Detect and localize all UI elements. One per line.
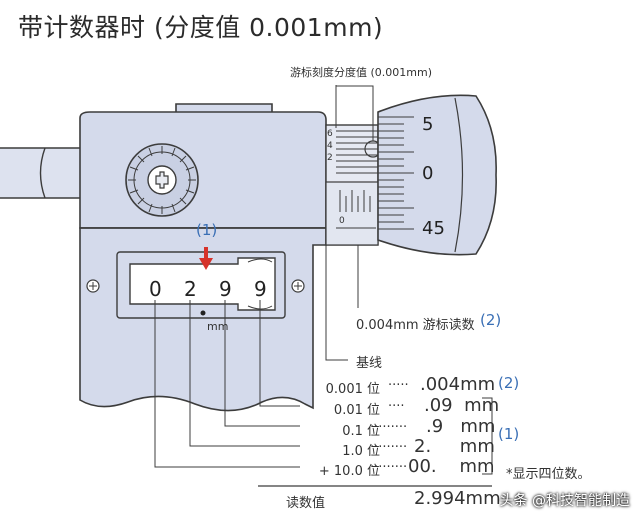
row-0-place: 0.001 位 <box>325 382 380 397</box>
total-value: 2.994mm <box>414 488 501 509</box>
bracket-1 <box>482 397 493 475</box>
row-4-place: + 10.0 位 <box>318 464 380 479</box>
vernier-reading-label: 0.004mm 游标读数 <box>356 318 475 333</box>
vernier-lines <box>336 130 378 174</box>
thimble <box>377 94 497 256</box>
lock-knob <box>125 143 199 217</box>
rod-break-line <box>39 147 46 199</box>
row-1-value: .09 mm <box>424 395 500 416</box>
leader-lines <box>154 85 374 468</box>
sleeve-ticks <box>339 190 371 212</box>
thimble-graduations <box>378 116 414 230</box>
red-arrow-icon <box>199 247 213 270</box>
vernier-reading-marker: (2) <box>480 311 502 329</box>
digits-note: *显示四位数。 <box>506 467 591 482</box>
counter-digit-1: 0 <box>149 277 162 301</box>
wheel-top-arc <box>247 258 273 263</box>
page-title: 带计数器时 (分度值 0.001mm) <box>18 13 384 42</box>
row-2-marker: (1) <box>498 425 520 443</box>
vernier-number-4: 4 <box>327 141 333 151</box>
row-3-value: 2. mm <box>414 436 495 457</box>
total-label: 读数值 <box>286 496 326 511</box>
row-0-value: .004mm <box>420 374 496 395</box>
frame-top-bump <box>175 103 273 112</box>
row-2-place: 0.1 位 <box>342 424 380 439</box>
decimal-point <box>200 310 206 316</box>
row-1-dots: ···· <box>388 399 405 414</box>
counter-digit-3: 9 <box>219 277 232 301</box>
wheel-bottom-arc <box>247 305 273 310</box>
thimble-number-0: 0 <box>422 163 434 184</box>
row-0-dots: ····· <box>388 378 409 393</box>
row-3-place: 1.0 位 <box>342 444 380 459</box>
counter-window-inner <box>129 257 276 311</box>
thimble-number-45: 45 <box>422 218 445 239</box>
sleeve-number-0: 0 <box>339 216 345 226</box>
vernier-number-6: 6 <box>327 129 333 139</box>
row-0-marker: (2) <box>498 374 520 392</box>
counter-digit-2: 2 <box>184 277 197 301</box>
row-4-value: 00. mm <box>408 456 495 477</box>
row-4-dots: ········· <box>370 460 408 475</box>
marker-1-label: (1) <box>196 221 218 239</box>
counter-digit-4: 9 <box>254 277 267 301</box>
baseline-label: 基线 <box>356 356 383 371</box>
row-2-value: .9 mm <box>426 416 496 437</box>
screw-left <box>86 279 100 293</box>
row-1-place: 0.01 位 <box>333 403 380 418</box>
screw-right <box>291 279 305 293</box>
row-3-dots: ········· <box>370 440 408 455</box>
vernier-callout: 游标刻度分度值 (0.001mm) <box>290 66 433 79</box>
vernier-number-2: 2 <box>327 153 333 163</box>
thimble-edge <box>454 97 464 253</box>
frame-upper <box>79 111 327 229</box>
counter-unit: mm <box>207 320 229 333</box>
row-2-dots: ········· <box>370 420 408 435</box>
watermark: 头条 @科技智能制造 <box>499 493 630 509</box>
thimble-number-5: 5 <box>422 114 434 135</box>
